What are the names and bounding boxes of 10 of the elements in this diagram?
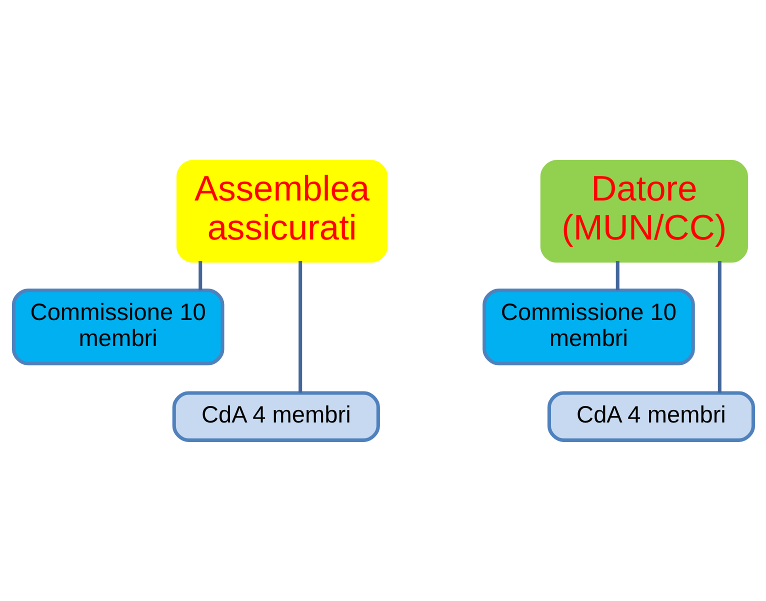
- node-box: Datore (MUN/CC): [540, 160, 748, 262]
- node-box: CdA 4 membri: [172, 390, 380, 442]
- connector: [198, 260, 202, 290]
- node-box: Assemblea assicurati: [176, 160, 388, 262]
- connector: [298, 260, 302, 392]
- node-box: Commissione 10 membri: [11, 288, 224, 365]
- node-box: CdA 4 membri: [546, 390, 755, 442]
- connector: [717, 260, 721, 392]
- node-box: Commissione 10 membri: [482, 288, 694, 365]
- connector: [615, 260, 619, 290]
